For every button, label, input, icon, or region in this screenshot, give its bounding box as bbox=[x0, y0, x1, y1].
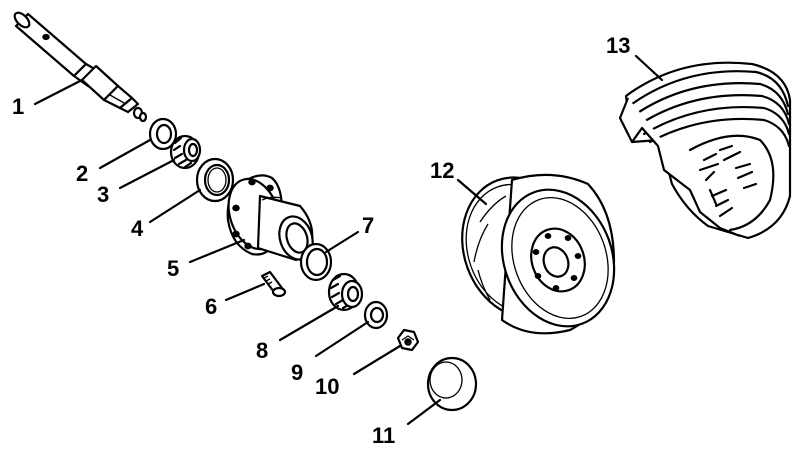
callout-2: 2 bbox=[76, 161, 89, 186]
part-1-spindle bbox=[13, 11, 148, 123]
callout-13: 13 bbox=[606, 33, 631, 58]
callout-5: 5 bbox=[167, 256, 180, 281]
part-9-washer bbox=[363, 300, 389, 330]
part-10-nut bbox=[396, 328, 420, 352]
part-11-hub-cap bbox=[426, 356, 478, 412]
callout-3: 3 bbox=[97, 182, 110, 207]
part-7-snap-ring bbox=[299, 242, 333, 282]
part-13-tire bbox=[618, 61, 792, 240]
part-12-wheel-rim bbox=[461, 173, 616, 335]
callout-9: 9 bbox=[291, 360, 304, 385]
leader-lines bbox=[33, 54, 664, 426]
callout-11: 11 bbox=[372, 423, 396, 448]
part-5-hub bbox=[226, 174, 314, 262]
callout-1: 1 bbox=[12, 94, 25, 119]
part-8-outer-bearing bbox=[327, 272, 364, 312]
callout-8: 8 bbox=[256, 338, 269, 363]
part-4-bearing-cup bbox=[195, 157, 235, 203]
callout-4: 4 bbox=[131, 216, 144, 241]
part-3-inner-bearing bbox=[169, 134, 202, 170]
callout-12: 12 bbox=[430, 158, 455, 183]
part-6-stud bbox=[260, 270, 287, 298]
part-2-seal bbox=[148, 117, 178, 151]
callout-10: 10 bbox=[315, 374, 340, 399]
callout-7: 7 bbox=[362, 213, 375, 238]
callout-6: 6 bbox=[205, 294, 218, 319]
